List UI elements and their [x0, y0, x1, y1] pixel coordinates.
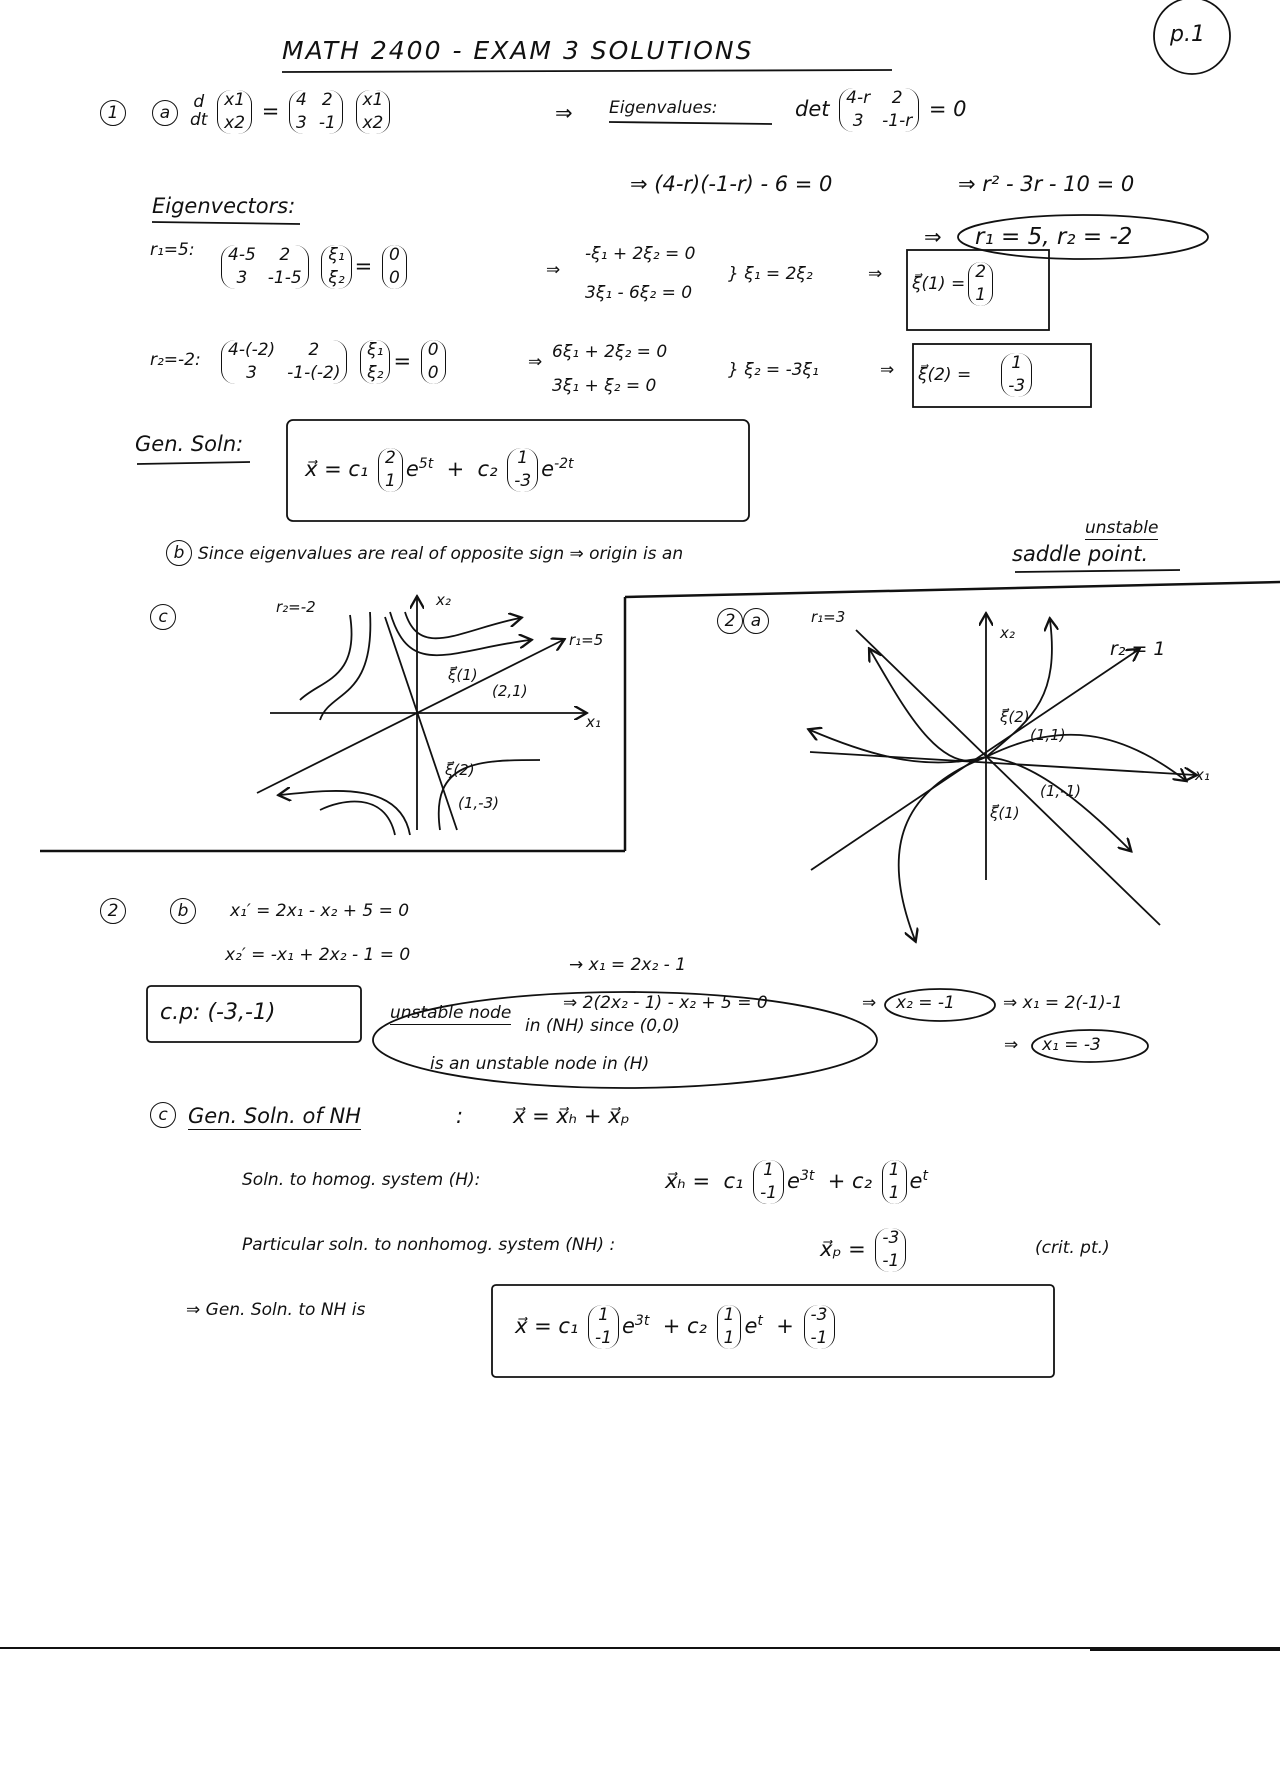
label-x1-axis: x₁ — [585, 713, 601, 731]
label-r1-eq3: r₁=3 — [811, 608, 845, 626]
saddle-point-text: saddle point. — [1012, 542, 1149, 566]
equation-x1-prime: x₁′ = 2x₁ - x₂ + 5 = 0 — [230, 901, 410, 921]
r2-eq-2: 3ξ₁ + ξ₂ = 0 — [552, 376, 657, 396]
label-x2-axis-2: x₂ — [999, 624, 1015, 642]
gen-soln-nh-heading: Gen. Soln. of NH — [188, 1104, 361, 1130]
eigval-underline — [608, 121, 773, 125]
r1-arrow: ⇒ — [546, 260, 561, 280]
label-r1-line: r₁=5 — [569, 631, 603, 649]
xi1-box — [906, 249, 1050, 331]
implies-arrow: ⇒ — [555, 101, 573, 125]
r2-label: r₂=-2: — [150, 350, 201, 370]
label-xi1-2: ξ⃗(1) — [989, 803, 1020, 822]
unstable-node-oval — [372, 991, 878, 1089]
eigenvector-2: ξ⃗(2) =1-3 — [918, 353, 1035, 397]
final-soln-box — [491, 1284, 1055, 1378]
r2-eq-1: 6ξ₁ + 2ξ₂ = 0 — [552, 342, 668, 362]
final-label: ⇒ Gen. Soln. to NH is — [186, 1300, 366, 1320]
critical-point: c.p: (-3,-1) — [160, 1000, 276, 1025]
r1-eq-2: 3ξ₁ - 6ξ₂ = 0 — [585, 283, 693, 303]
eigenvalue-roots: r₁ = 5, r₂ = -2 — [975, 224, 1133, 250]
r2-arrow-2: ⇒ — [880, 360, 895, 380]
r1-relation: } ξ₁ = 2ξ₂ — [728, 264, 813, 284]
xi2-box — [912, 343, 1092, 408]
label-point-2-1: (2,1) — [492, 682, 528, 700]
gen-soln-box — [286, 419, 750, 522]
divider-top — [624, 580, 1280, 599]
label-point-1-1: (1,1) — [1030, 726, 1066, 744]
x1-value-oval — [1031, 1029, 1149, 1063]
label-x1-axis-2: x₁ — [1194, 766, 1210, 784]
roots-arrow: ⇒ — [924, 225, 942, 249]
x1-calc: ⇒ x₁ = 2(-1)-1 — [1003, 993, 1123, 1013]
label-xi1: ξ⃗(1) — [447, 665, 478, 684]
page-title: MATH 2400 - EXAM 3 SOLUTIONS — [282, 36, 754, 65]
part-2b-label: b — [170, 898, 196, 924]
characteristic-poly: ⇒ r² - 3r - 10 = 0 — [958, 172, 1135, 196]
problem-1-number: 1 — [100, 100, 126, 126]
substitute-eq: ⇒ 2(2x₂ - 1) - x₂ + 5 = 0 — [563, 993, 768, 1013]
part-b-label: b — [166, 540, 192, 566]
gensoln-underline — [136, 461, 251, 465]
x1-value: x₁ = -3 — [1042, 1035, 1101, 1055]
r2-arrow: ⇒ — [528, 352, 543, 372]
critical-point-box — [146, 985, 362, 1043]
label-xi2-2: ξ⃗(2) — [999, 707, 1030, 726]
label-point-1-m1: (1,-1) — [1040, 782, 1081, 800]
saddle-phase-portrait — [256, 598, 585, 836]
x2-value-oval — [884, 988, 996, 1022]
r1-label: r₁=5: — [150, 240, 195, 260]
eigenvectors-label: Eigenvectors: — [152, 194, 296, 218]
page-number-circle — [1153, 0, 1231, 75]
label-x2-axis: x₂ — [435, 591, 451, 609]
unstable-node-reason-2: is an unstable node in (H) — [430, 1054, 650, 1074]
unstable-word: unstable — [1085, 518, 1159, 540]
r2-relation: } ξ₂ = -3ξ₁ — [728, 360, 819, 380]
label-point-1-m3: (1,-3) — [458, 794, 499, 812]
particular-label: Particular soln. to nonhomog. system (NH… — [242, 1235, 616, 1255]
evec-underline — [151, 221, 301, 225]
part-a-label: a — [152, 100, 178, 126]
r1-arrow-2: ⇒ — [868, 264, 883, 284]
unstable-node-text: unstable node — [390, 1003, 512, 1025]
crit-pt-note: (crit. pt.) — [1035, 1238, 1110, 1258]
saddle-underline — [1014, 569, 1181, 573]
solution-sum: x⃗ = x⃗ₕ + x⃗ₚ — [513, 1104, 630, 1128]
label-r2-line: r₂=-2 — [276, 598, 316, 616]
title-underline — [281, 69, 893, 73]
equation-x2-prime: x₂′ = -x₁ + 2x₂ - 1 = 0 — [225, 945, 411, 965]
label-r2-eq1: r₂ = 1 — [1110, 638, 1166, 660]
particular-solution: x⃗ₚ = -3-1 — [820, 1228, 909, 1272]
roots-oval — [957, 214, 1209, 260]
homog-label: Soln. to homog. system (H): — [242, 1170, 481, 1190]
saddle-explanation: Since eigenvalues are real of opposite s… — [198, 544, 684, 564]
page-number: p.1 — [1170, 22, 1205, 47]
x2-arrow: ⇒ — [862, 993, 877, 1013]
r1-eq-1: -ξ₁ + 2ξ₂ = 0 — [585, 244, 696, 264]
unstable-node-reason: in (NH) since (0,0) — [525, 1016, 680, 1036]
part-c-label: c — [150, 604, 176, 630]
label-xi2: ξ⃗(2) — [444, 760, 475, 779]
x1-arrow: ⇒ — [1004, 1035, 1019, 1055]
x2-value: x₂ = -1 — [896, 993, 955, 1013]
node-phase-portrait — [810, 615, 1195, 940]
gen-soln-label: Gen. Soln: — [135, 432, 244, 456]
characteristic-eq: ⇒ (4-r)(-1-r) - 6 = 0 — [630, 172, 833, 196]
problem-2-number: 2 — [100, 898, 126, 924]
colon: : — [456, 1104, 464, 1128]
part-2c-label: c — [150, 1102, 176, 1128]
eigenvalues-label: Eigenvalues: — [609, 98, 718, 118]
solve-x1: → x₁ = 2x₂ - 1 — [569, 955, 687, 975]
